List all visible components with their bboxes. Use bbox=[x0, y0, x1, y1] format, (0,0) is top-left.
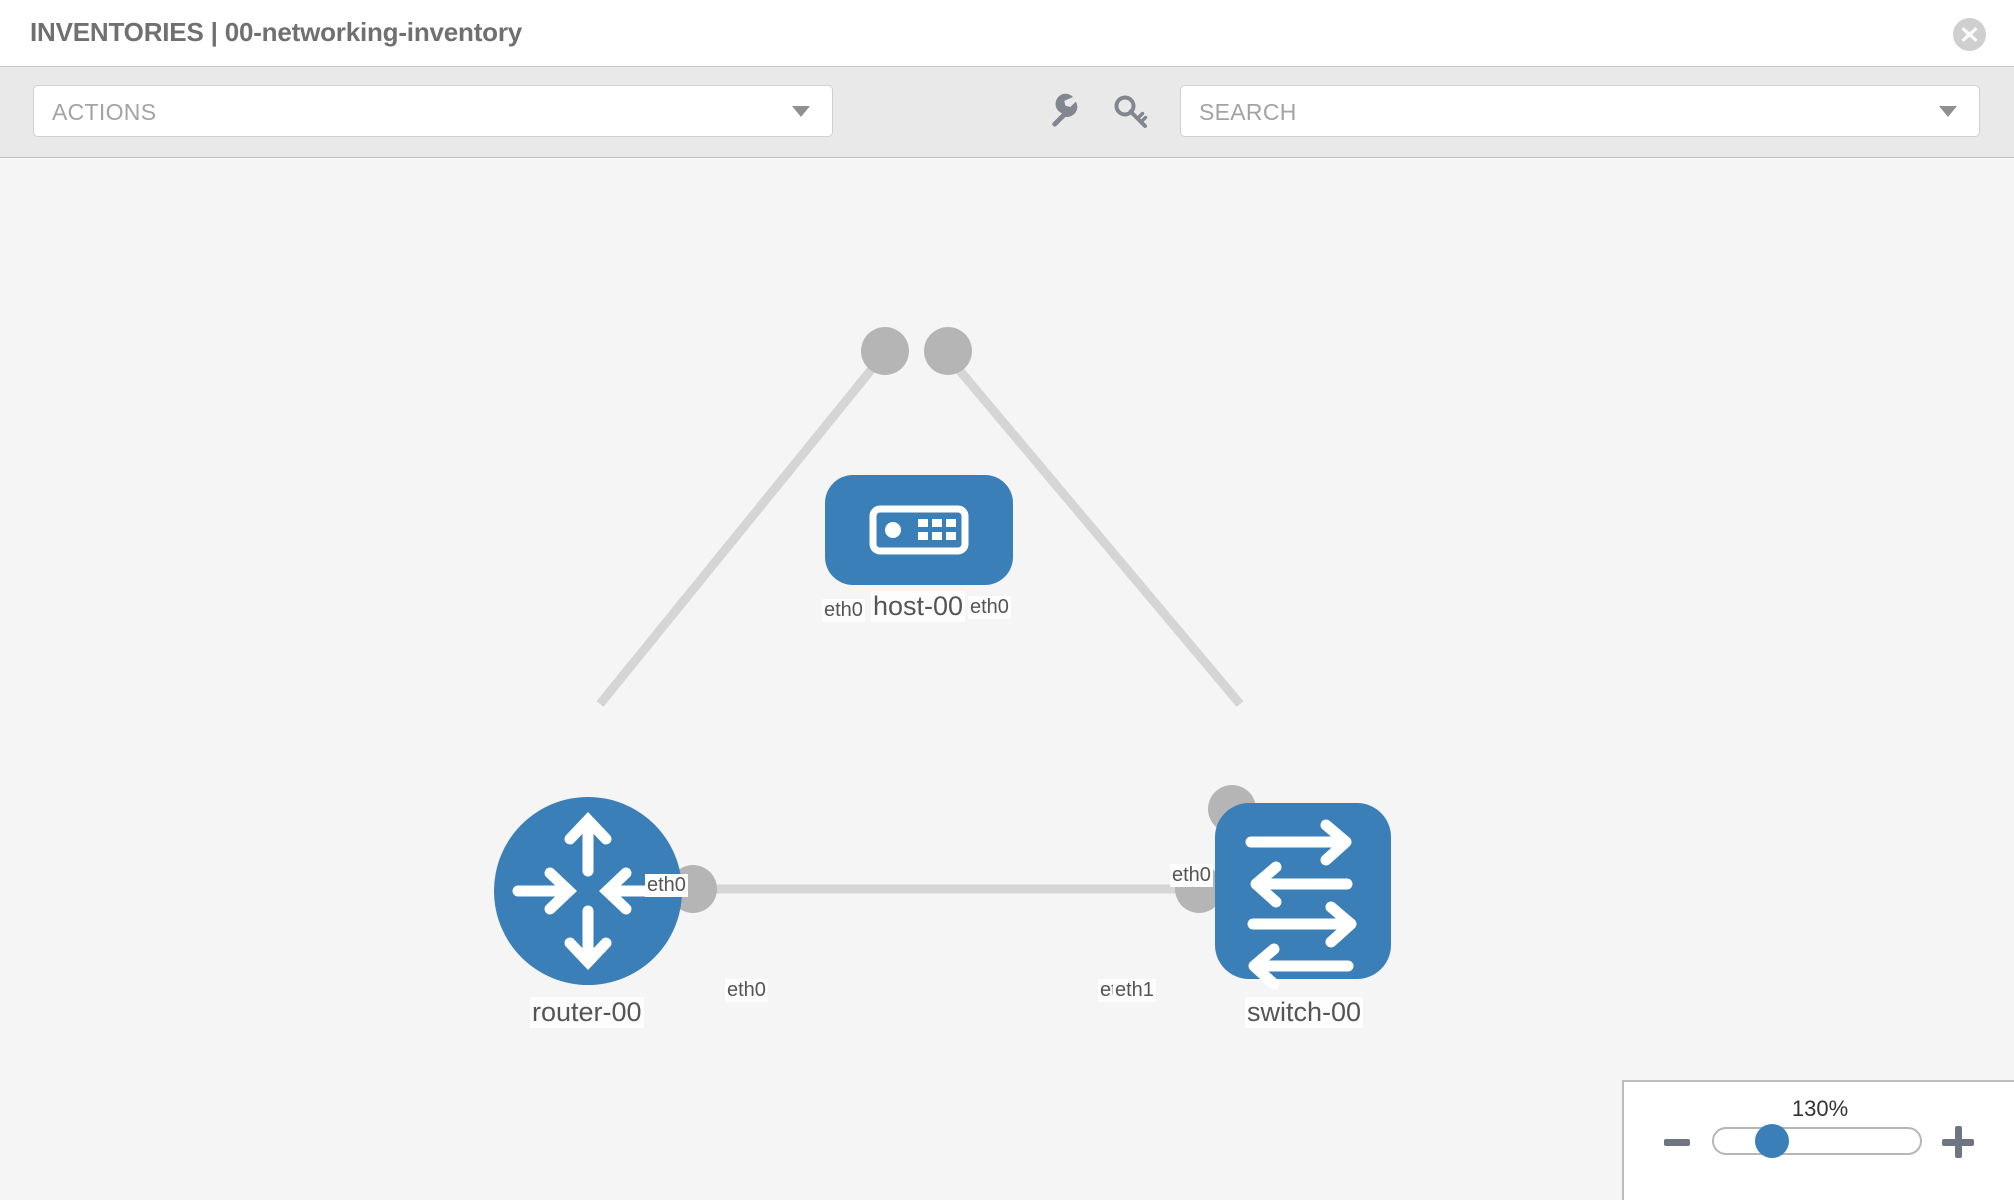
zoom-level-value: 130% bbox=[1791, 1096, 1849, 1121]
chevron-down-icon bbox=[792, 106, 810, 117]
connector-host00-b[interactable] bbox=[924, 327, 972, 375]
node-host-00[interactable] bbox=[825, 475, 1013, 585]
node-label-host-00: host-00 bbox=[871, 591, 966, 622]
iface-label: eth0 bbox=[645, 874, 688, 897]
zoom-slider-track[interactable] bbox=[1712, 1127, 1922, 1155]
wrench-glyph bbox=[1052, 93, 1078, 127]
topology-graph bbox=[494, 327, 1391, 990]
link-host00-router00[interactable] bbox=[596, 356, 884, 707]
wrench-icon[interactable] bbox=[1046, 93, 1084, 131]
plus-icon[interactable] bbox=[1942, 1126, 1974, 1158]
node-switch-00[interactable] bbox=[1215, 803, 1391, 990]
minus-icon[interactable] bbox=[1664, 1139, 1690, 1146]
close-icon[interactable] bbox=[1953, 18, 1986, 51]
key-glyph bbox=[1114, 95, 1148, 128]
topology-canvas[interactable]: eth0 eth0 eth0 eth0 eth0 eth eth1 host-0… bbox=[0, 159, 2014, 1200]
connector-host00-a[interactable] bbox=[861, 327, 909, 375]
iface-label: eth0 bbox=[725, 979, 768, 1002]
node-label-router-00: router-00 bbox=[530, 997, 644, 1028]
iface-label: eth0 bbox=[968, 596, 1011, 619]
zoom-slider-handle[interactable] bbox=[1755, 1124, 1789, 1158]
page-title: INVENTORIES | 00-networking-inventory bbox=[30, 17, 523, 47]
chevron-down-icon[interactable] bbox=[1939, 106, 1957, 117]
title-bar: INVENTORIES | 00-networking-inventory bbox=[0, 0, 2014, 67]
server-icon bbox=[869, 505, 969, 555]
close-glyph bbox=[1961, 27, 1978, 42]
iface-label: eth1 bbox=[1113, 979, 1156, 1002]
switch-arrows-icon bbox=[1245, 819, 1357, 990]
node-label-switch-00: switch-00 bbox=[1245, 997, 1364, 1028]
node-router-00[interactable] bbox=[494, 797, 682, 985]
zoom-control-panel: 130% bbox=[1622, 1080, 2014, 1200]
key-icon[interactable] bbox=[1112, 93, 1150, 131]
link-host00-switch00[interactable] bbox=[946, 356, 1244, 707]
iface-label: eth0 bbox=[822, 599, 865, 622]
actions-dropdown[interactable]: ACTIONS bbox=[33, 85, 833, 137]
search-input[interactable]: SEARCH bbox=[1180, 85, 1980, 137]
search-placeholder: SEARCH bbox=[1199, 99, 1297, 125]
router-arrows-icon bbox=[512, 812, 664, 970]
iface-label: eth0 bbox=[1170, 864, 1213, 887]
actions-dropdown-label: ACTIONS bbox=[52, 99, 157, 125]
